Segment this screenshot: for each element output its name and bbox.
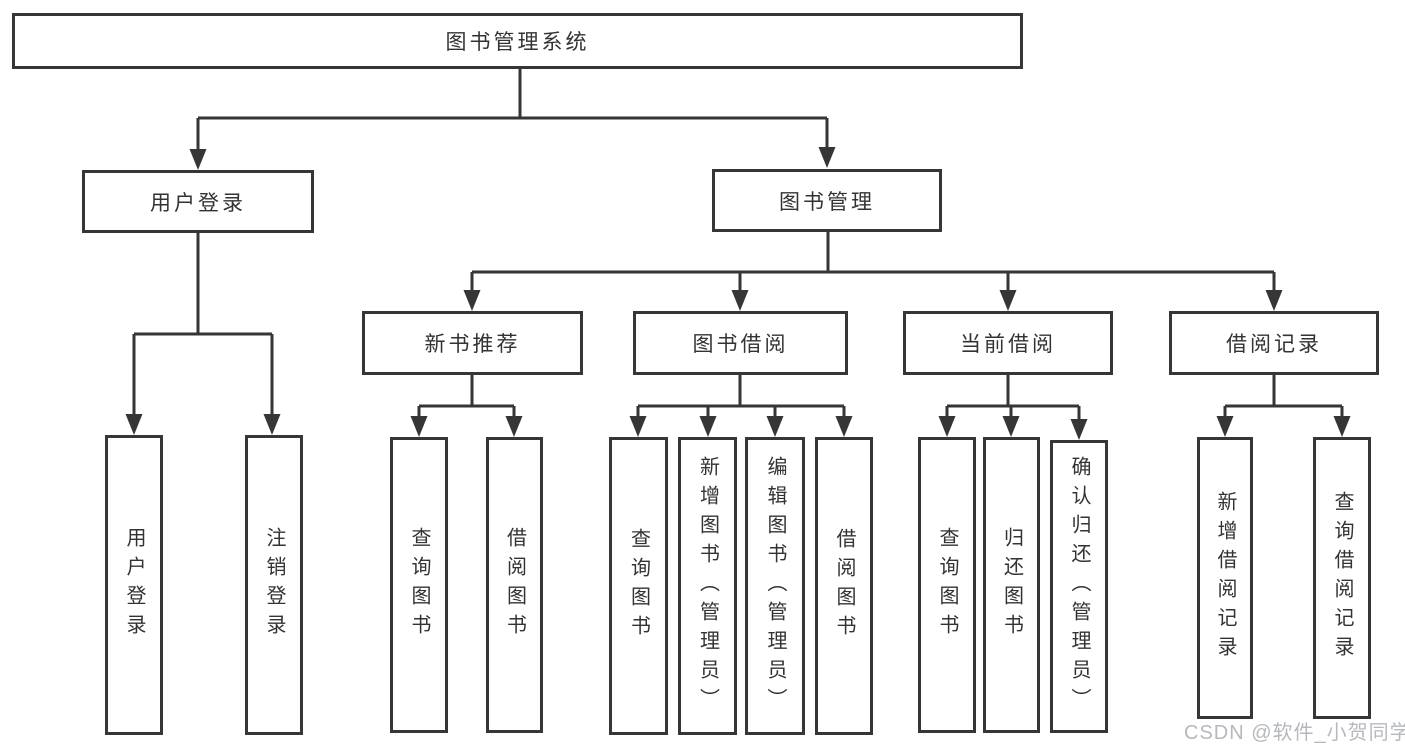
node-borrowing-records: 借阅记录 (1169, 311, 1379, 375)
node-user-login-group: 用户登录 (82, 170, 314, 233)
node-leaf-query-books-current: 查询图书 (918, 437, 976, 733)
arrowheads (125, 147, 1351, 440)
node-leaf-logout-login: 注销登录 (245, 435, 303, 735)
node-leaf-add-borrow-record: 新增借阅记录 (1197, 437, 1253, 719)
node-leaf-add-books-admin: 新增图书（管理员） (678, 437, 737, 735)
node-leaf-user-login: 用户登录 (105, 435, 163, 735)
node-leaf-confirm-return-admin: 确认归还（管理员） (1050, 440, 1108, 733)
node-leaf-query-books-borrowing: 查询图书 (609, 437, 668, 735)
node-book-management: 图书管理 (712, 169, 942, 232)
node-current-borrowing: 当前借阅 (903, 311, 1113, 375)
node-leaf-edit-books-admin: 编辑图书（管理员） (745, 437, 805, 735)
node-leaf-query-borrow-record: 查询借阅记录 (1313, 437, 1371, 719)
node-leaf-return-books: 归还图书 (983, 437, 1040, 733)
node-new-book-recommend: 新书推荐 (362, 311, 583, 375)
node-leaf-borrow-books-recommend: 借阅图书 (486, 437, 543, 733)
node-leaf-borrow-books: 借阅图书 (815, 437, 873, 735)
node-leaf-query-books-recommend: 查询图书 (390, 437, 448, 733)
node-library-management-system: 图书管理系统 (12, 13, 1023, 69)
watermark: CSDN @软件_小贺同学 (1184, 722, 1405, 744)
node-book-borrowing: 图书借阅 (633, 311, 848, 375)
